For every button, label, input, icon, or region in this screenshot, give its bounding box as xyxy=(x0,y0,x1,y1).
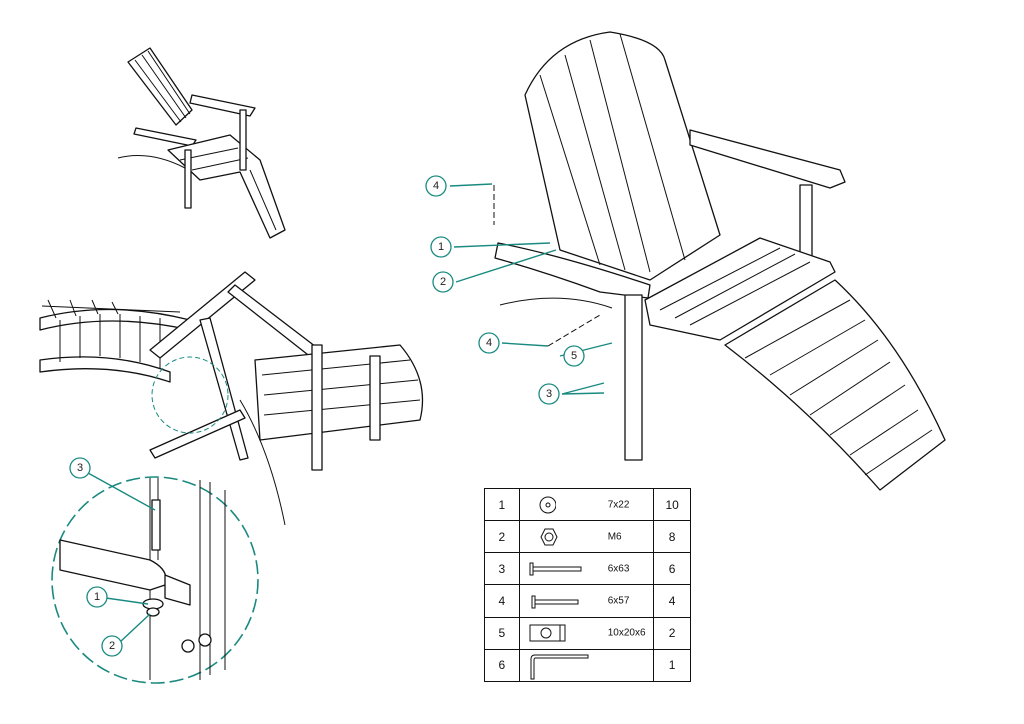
part-size: M6 xyxy=(607,531,622,543)
part-number: 2 xyxy=(484,520,520,554)
part-quantity: 6 xyxy=(653,552,691,586)
table-row: 1 7x22 10 xyxy=(484,487,691,522)
table-row: 5 10x20x6 2 xyxy=(484,616,691,650)
part-number: 4 xyxy=(484,584,520,618)
callout-main-2: 2 xyxy=(432,271,454,293)
svg-text:3: 3 xyxy=(546,388,552,400)
callout-main-1: 1 xyxy=(430,236,452,258)
part-number: 1 xyxy=(484,487,520,522)
svg-text:4: 4 xyxy=(433,180,439,192)
table-row: 3 6x63 6 xyxy=(484,552,691,586)
callout-main-5: 5 xyxy=(563,345,585,367)
washer-icon xyxy=(539,496,556,514)
callout-main-4a: 4 xyxy=(425,175,447,197)
part-quantity: 4 xyxy=(653,584,691,618)
part-size: 7x22 xyxy=(607,499,630,511)
spacer-block-icon xyxy=(529,624,566,642)
callout-main-3: 3 xyxy=(538,383,560,405)
part-number: 3 xyxy=(484,552,520,586)
callout-detail-2: 2 xyxy=(101,635,123,657)
callout-detail-1: 1 xyxy=(86,586,108,608)
chair-underside-view xyxy=(39,271,424,526)
part-number: 6 xyxy=(484,648,520,683)
svg-text:2: 2 xyxy=(109,640,115,652)
part-quantity: 1 xyxy=(653,648,691,683)
svg-text:5: 5 xyxy=(571,350,577,362)
part-size: 6x57 xyxy=(607,595,630,607)
table-row: 2 M6 8 xyxy=(484,520,691,554)
chair-preview-small xyxy=(117,47,286,239)
svg-text:2: 2 xyxy=(440,276,446,288)
part-number: 5 xyxy=(484,616,520,650)
part-size: 6x63 xyxy=(607,563,630,575)
svg-text:1: 1 xyxy=(438,241,444,253)
svg-text:3: 3 xyxy=(77,462,83,474)
part-quantity: 10 xyxy=(653,487,691,522)
detail-zoom-view xyxy=(51,476,259,684)
svg-text:4: 4 xyxy=(486,337,492,349)
callout-detail-3: 3 xyxy=(69,457,91,479)
hex-nut-icon xyxy=(540,528,558,546)
carriage-bolt-long-icon xyxy=(529,562,582,576)
parts-table: 1 7x22 10 2 M6 8 3 6x63 6 4 6x57 4 5 10x… xyxy=(484,487,691,683)
svg-text:1: 1 xyxy=(94,591,100,603)
part-quantity: 2 xyxy=(653,616,691,650)
part-quantity: 8 xyxy=(653,520,691,554)
table-row: 4 6x57 4 xyxy=(484,584,691,618)
table-row: 6 1 xyxy=(484,648,691,683)
chair-main-view xyxy=(449,31,946,491)
part-size: 10x20x6 xyxy=(607,627,646,639)
carriage-bolt-short-icon xyxy=(531,595,579,609)
allen-key-icon xyxy=(530,654,589,680)
callout-main-4b: 4 xyxy=(478,332,500,354)
